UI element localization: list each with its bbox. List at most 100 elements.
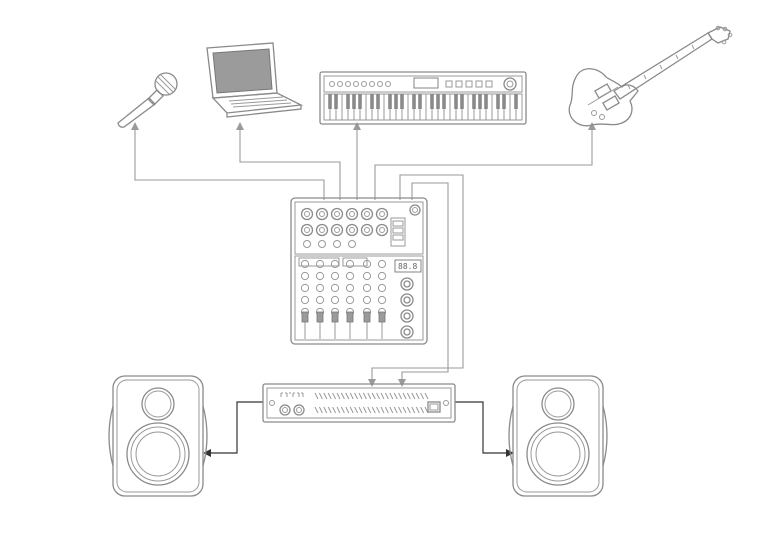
- xlr-input: [315, 207, 329, 221]
- mixer-master-knobs: [400, 277, 414, 339]
- jack-input: [360, 223, 374, 237]
- channel-label-strip: [342, 257, 368, 267]
- jack-input-inner: [364, 227, 370, 233]
- gain-knob: [333, 240, 341, 248]
- channel-knob: [377, 283, 387, 293]
- vent-slot: [314, 392, 319, 400]
- vent-slot: [323, 392, 328, 400]
- vent-slot: [411, 392, 416, 400]
- channel-knob: [345, 271, 355, 281]
- black-key: [334, 94, 338, 109]
- fader-cap: [301, 311, 309, 323]
- vent-slot: [362, 406, 367, 414]
- vent-slot: [420, 392, 425, 400]
- xlr-input-inner: [304, 211, 310, 217]
- xlr-input: [300, 207, 314, 221]
- channel-knob: [300, 283, 310, 293]
- jack-input: [375, 223, 389, 237]
- vent-slot: [420, 406, 425, 414]
- black-key: [376, 94, 380, 109]
- channel-knob: [362, 295, 372, 305]
- vent-slot: [384, 406, 389, 414]
- keyboard-knobs: [329, 80, 493, 88]
- vent-slot: [380, 406, 385, 414]
- fader-cap: [316, 311, 324, 323]
- channel-knob: [330, 295, 340, 305]
- black-key: [472, 94, 476, 109]
- channel-knob: [362, 283, 372, 293]
- xlr-input: [345, 207, 359, 221]
- gain-knob: [348, 240, 356, 248]
- vent-slot: [406, 406, 411, 414]
- mixer-channel-strips: [298, 257, 387, 339]
- vent-slot: [362, 392, 367, 400]
- vent-slot: [314, 406, 319, 414]
- vent-slot: [345, 392, 350, 400]
- vent-slot: [371, 406, 376, 414]
- black-key: [412, 94, 416, 109]
- midi-keyboard-icon: [319, 71, 527, 125]
- jack-input: [330, 223, 344, 237]
- channel-knob: [345, 283, 355, 293]
- channel-knob: [300, 259, 310, 269]
- black-key: [484, 94, 488, 109]
- vent-slot: [393, 392, 398, 400]
- vent-slot: [327, 392, 332, 400]
- jack-input: [300, 223, 314, 237]
- xlr-input: [375, 207, 389, 221]
- channel-knob: [330, 271, 340, 281]
- vent-slot: [415, 392, 420, 400]
- vent-slot: [349, 406, 354, 414]
- channel-knob: [315, 259, 325, 269]
- black-key: [370, 94, 374, 109]
- channel-knob: [315, 271, 325, 281]
- keyboard-keys: [323, 93, 523, 121]
- vent-slot: [411, 406, 416, 414]
- jack-input: [345, 223, 359, 237]
- speaker-icon: [508, 375, 608, 497]
- black-key: [394, 94, 398, 109]
- black-key: [436, 94, 440, 109]
- channel-knob: [315, 283, 325, 293]
- black-key: [514, 94, 518, 109]
- vent-slot: [424, 392, 429, 400]
- vent-slot: [376, 406, 381, 414]
- black-key: [454, 94, 458, 109]
- audio-mixer-icon: 88.8: [290, 197, 428, 345]
- vent-slot: [376, 392, 381, 400]
- vent-slot: [358, 392, 363, 400]
- channel-label-strip: [298, 257, 340, 267]
- vent-slot: [332, 392, 337, 400]
- wire-mixer-to-amplifier-a: [371, 174, 464, 382]
- black-key: [418, 94, 422, 109]
- black-key: [400, 94, 404, 109]
- vent-slot: [345, 406, 350, 414]
- xlr-input-inner: [379, 211, 385, 217]
- black-key: [478, 94, 482, 109]
- laptop-icon: [206, 42, 304, 118]
- vent-slot: [384, 392, 389, 400]
- power-amplifier-icon: [262, 383, 456, 423]
- jack-input-inner: [319, 227, 325, 233]
- fader-cap: [378, 311, 386, 323]
- gain-knob: [303, 240, 311, 248]
- vent-slot: [393, 406, 398, 414]
- black-key: [442, 94, 446, 109]
- signal-wires: [131, 122, 596, 457]
- vent-slot: [332, 406, 337, 414]
- xlr-input: [360, 207, 374, 221]
- black-key: [358, 94, 362, 109]
- xlr-input-inner: [364, 211, 370, 217]
- vent-slot: [398, 406, 403, 414]
- channel-knob: [377, 259, 387, 269]
- mixer-display: [394, 259, 422, 273]
- vent-slot: [389, 406, 394, 414]
- fader-cap: [363, 311, 371, 323]
- vent-slot: [367, 406, 372, 414]
- amplifier-vents: [314, 392, 429, 414]
- vent-slot: [402, 406, 407, 414]
- speaker-right: [508, 375, 608, 497]
- amplifier-power-switch: [427, 401, 441, 413]
- channel-knob: [377, 295, 387, 305]
